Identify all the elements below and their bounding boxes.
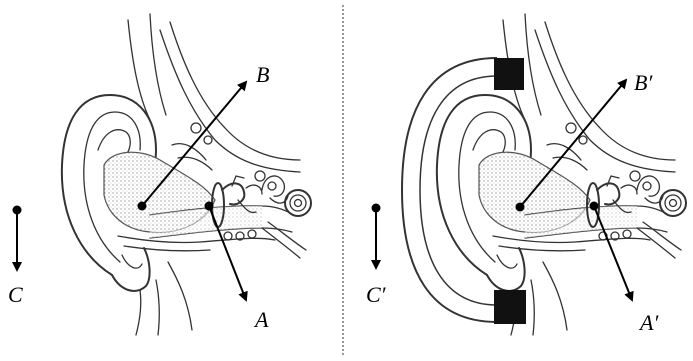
point-c — [13, 206, 22, 215]
point-b-prime — [516, 203, 525, 212]
ear-illustration-right — [437, 14, 686, 335]
right-panel: B′ A′ C′ — [366, 14, 686, 335]
point-c-prime — [372, 204, 381, 213]
point-b — [138, 202, 147, 211]
headphone-pad-top — [494, 58, 524, 90]
label-c-prime: C′ — [366, 282, 387, 307]
label-a: A — [253, 307, 269, 332]
point-a — [205, 202, 214, 211]
label-a-prime: A′ — [638, 310, 659, 335]
point-a-prime — [590, 202, 599, 211]
headphone-pad-bottom — [494, 290, 526, 324]
ear-illustration-left — [62, 14, 311, 335]
label-b-prime: B′ — [634, 70, 653, 95]
label-b: B — [256, 62, 269, 87]
left-panel: B A C — [8, 14, 311, 335]
label-c: C — [8, 282, 23, 307]
